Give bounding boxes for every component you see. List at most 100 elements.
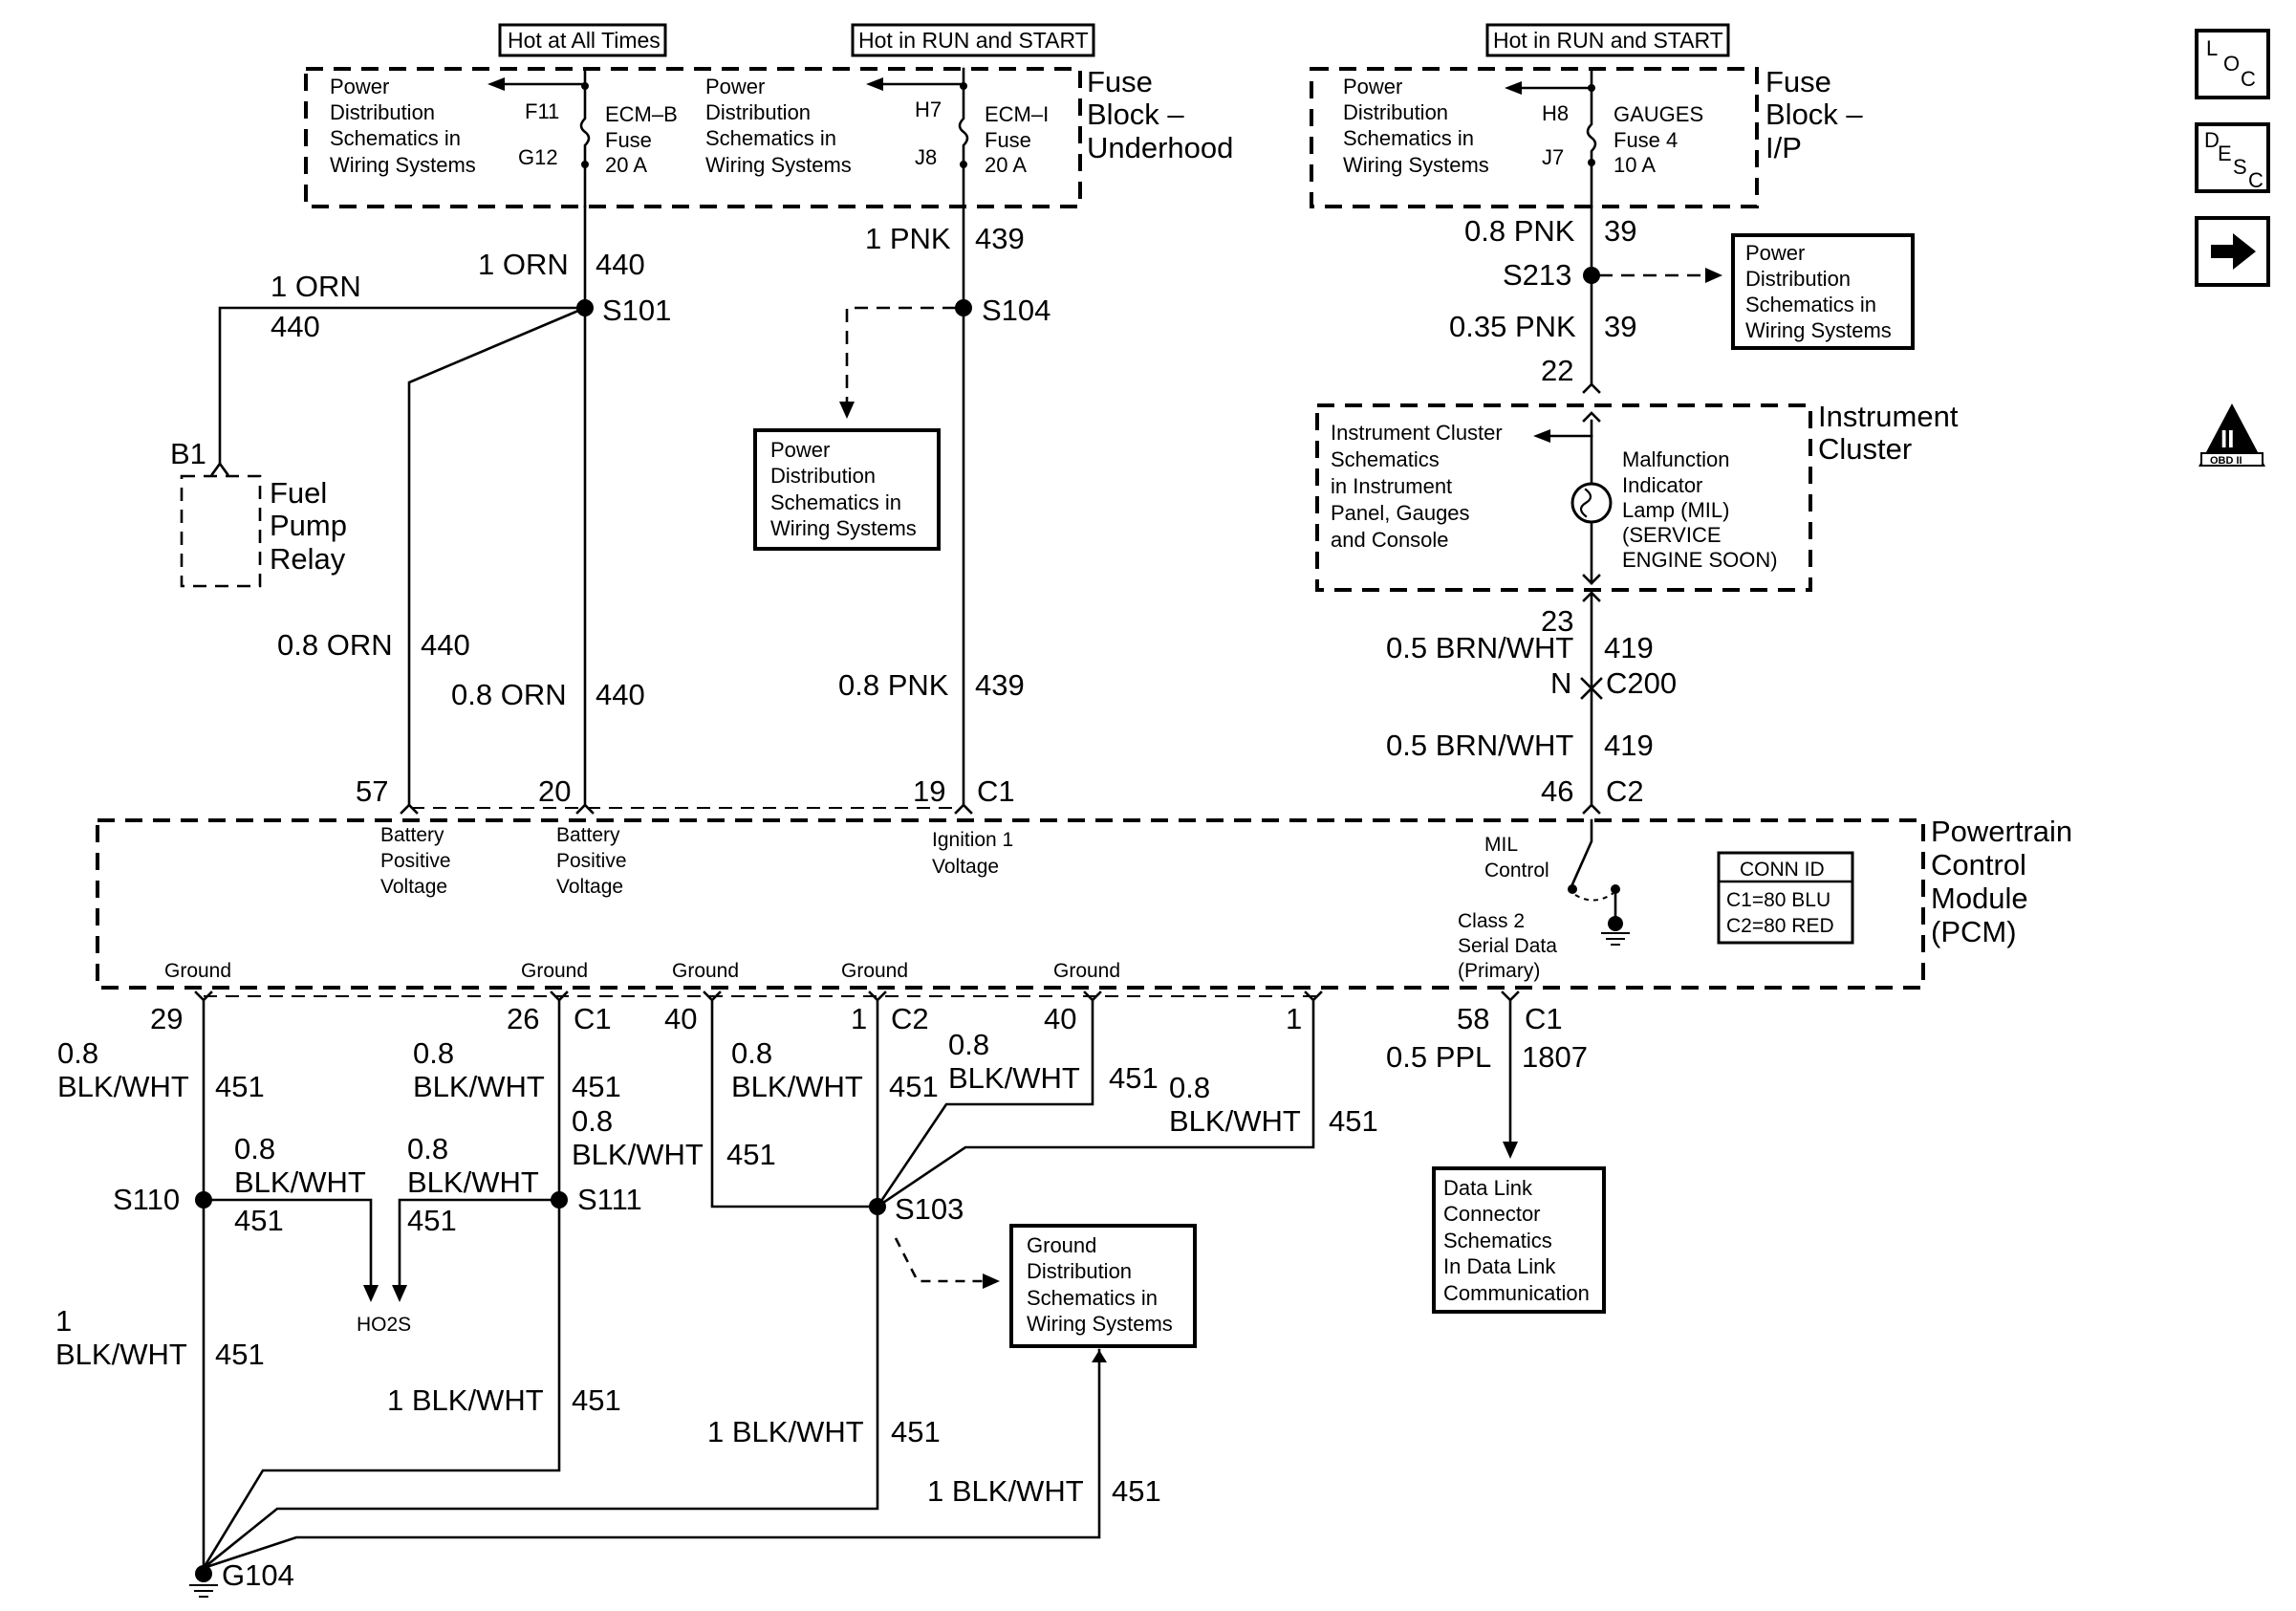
pin-1-label-a: 1 bbox=[851, 1002, 867, 1035]
pd4-line4: Wiring Systems bbox=[770, 516, 917, 540]
wl-gd-1blk: 1 BLK/WHT bbox=[927, 1474, 1084, 1508]
circuit-39-label-b: 39 bbox=[1604, 310, 1636, 343]
wl-1b-circuit: 451 bbox=[1329, 1104, 1378, 1138]
loc-l: L bbox=[2206, 36, 2218, 60]
wl-g104-color: BLK/WHT bbox=[55, 1338, 187, 1371]
pd5-line3: Schematics in bbox=[1745, 293, 1876, 316]
h8-label: H8 bbox=[1542, 101, 1569, 125]
loc-c: C bbox=[2241, 67, 2256, 91]
ecmb-label-2: Fuse bbox=[605, 128, 652, 152]
arrow-right-icon bbox=[2211, 233, 2256, 270]
bpv-b-3: Voltage bbox=[556, 876, 623, 898]
pd4-line3: Schematics in bbox=[770, 490, 901, 514]
wl-g104-circuit: 451 bbox=[215, 1338, 265, 1371]
wl-29-circuit: 451 bbox=[215, 1070, 265, 1103]
mil-control-switch: MIL Control Class 2 Serial Data (Primary… bbox=[1458, 818, 1630, 982]
conn-id-box: CONN ID C1=80 BLU C2=80 RED bbox=[1717, 851, 1854, 945]
pin-1-label-b: 1 bbox=[1286, 1002, 1302, 1035]
circuit-419-label-b: 419 bbox=[1604, 729, 1654, 762]
c1-label-b1: C1 bbox=[574, 1002, 612, 1035]
mil-control-label-2: Control bbox=[1484, 860, 1549, 882]
dlc-line4: In Data Link bbox=[1443, 1254, 1556, 1278]
gauges-label-2: Fuse 4 bbox=[1614, 128, 1678, 152]
power-distribution-ref-1: Power Distribution Schematics in Wiring … bbox=[330, 75, 476, 177]
hot-in-run-start-label-1: Hot in RUN and START bbox=[858, 28, 1089, 53]
s104-label: S104 bbox=[982, 294, 1051, 327]
wire-1orn-branch-label: 1 ORN bbox=[271, 270, 361, 303]
ign-label-2: Voltage bbox=[932, 856, 999, 878]
hot-in-run-start-box-1: Hot in RUN and START bbox=[851, 23, 1095, 57]
gauges-label-1: GAUGES bbox=[1614, 102, 1703, 126]
conn-id-c2: C2=80 RED bbox=[1726, 915, 1834, 937]
wl-40-size: 0.8 bbox=[731, 1036, 772, 1070]
ground-wiring: S110 S111 HO2S S103 G104 bbox=[113, 998, 1315, 1598]
wl-s111-1blk-circuit: 451 bbox=[572, 1383, 621, 1417]
fuse-block-ip-label-1: Fuse bbox=[1765, 65, 1831, 98]
ground-label-5: Ground bbox=[1053, 960, 1120, 982]
circuit-439-label-b: 439 bbox=[975, 668, 1025, 702]
circuit-39-label-a: 39 bbox=[1604, 214, 1636, 248]
pd2-line2: Distribution bbox=[705, 100, 811, 124]
j8-label: J8 bbox=[915, 145, 937, 169]
pin-22-label: 22 bbox=[1541, 354, 1573, 387]
ground-label-2: Ground bbox=[521, 960, 588, 982]
dlc-line5: Communication bbox=[1443, 1281, 1590, 1305]
instrument-cluster: Instrument Cluster Instrument Cluster Sc… bbox=[1315, 400, 1959, 592]
gauges-fuse: H8 J7 GAUGES Fuse 4 10 A bbox=[1505, 67, 1703, 208]
gd-line4: Wiring Systems bbox=[1027, 1312, 1173, 1336]
pin-26-label: 26 bbox=[507, 1002, 539, 1035]
pd1-line1: Power bbox=[330, 75, 389, 98]
wire-08orn-label-a: 0.8 ORN bbox=[277, 628, 393, 662]
pcm-ground-labels: Ground Ground Ground Ground Ground bbox=[164, 960, 1120, 982]
pd2-line3: Schematics in bbox=[705, 126, 836, 150]
circuit-439: 1 PNK 439 S104 0.8 PNK 439 bbox=[838, 205, 1051, 807]
bpv-a-3: Voltage bbox=[380, 876, 447, 898]
c1-label-b2: C1 bbox=[1525, 1002, 1563, 1035]
instrument-cluster-title-1: Instrument bbox=[1818, 400, 1959, 433]
ecmi-label-1: ECM–I bbox=[985, 102, 1049, 126]
obd-ii-badge[interactable]: II OBD II bbox=[2199, 403, 2265, 467]
circuit-440: 1 ORN 440 S101 1 ORN 440 0.8 ORN 440 0.8… bbox=[218, 205, 671, 807]
dlc-line2: Connector bbox=[1443, 1202, 1541, 1226]
circuit-419-label-a: 419 bbox=[1604, 631, 1654, 664]
wl-40b-size: 0.8 bbox=[948, 1028, 989, 1061]
mil-label-3: Lamp (MIL) bbox=[1622, 498, 1729, 522]
g104-label: G104 bbox=[222, 1558, 294, 1592]
wire-1orn-label: 1 ORN bbox=[478, 248, 569, 281]
power-distribution-ref-3: Power Distribution Schematics in Wiring … bbox=[1343, 75, 1489, 177]
fuse-block-underhood: Fuse Block – Underhood bbox=[304, 65, 1233, 208]
wire-1pnk-label: 1 PNK bbox=[865, 222, 951, 255]
bpv-b-1: Battery bbox=[556, 824, 620, 846]
fuse-block-underhood-label: Fuse bbox=[1087, 65, 1153, 98]
ic-schematics-line3: in Instrument bbox=[1331, 474, 1452, 498]
circuit-439-label-a: 439 bbox=[975, 222, 1025, 255]
desc-c: C bbox=[2248, 168, 2264, 192]
wl-40b-color: BLK/WHT bbox=[948, 1061, 1080, 1095]
ic-schematics-line4: Panel, Gauges bbox=[1331, 501, 1470, 525]
wl-1-circuit: 451 bbox=[889, 1070, 939, 1103]
fuse-block-ip-label-2: Block – bbox=[1765, 98, 1863, 131]
wire-05brn-label-a: 0.5 BRN/WHT bbox=[1386, 631, 1573, 664]
fuse-block-ip-label-3: I/P bbox=[1765, 131, 1802, 164]
pd3-line3: Schematics in bbox=[1343, 126, 1474, 150]
gd-line3: Schematics in bbox=[1027, 1286, 1158, 1310]
pd1-line4: Wiring Systems bbox=[330, 153, 476, 177]
pd3-line1: Power bbox=[1343, 75, 1402, 98]
desc-button[interactable]: D E S C bbox=[2195, 122, 2270, 193]
ecmi-label-3: 20 A bbox=[985, 153, 1027, 177]
data-link-ref: Data Link Connector Schematics In Data L… bbox=[1432, 1166, 1606, 1314]
class2-label-1: Class 2 bbox=[1458, 910, 1525, 932]
power-distribution-ref-4: Power Distribution Schematics in Wiring … bbox=[753, 428, 941, 551]
mil-label-4: (SERVICE bbox=[1622, 523, 1722, 547]
j7-label: J7 bbox=[1542, 145, 1564, 169]
pd5-line4: Wiring Systems bbox=[1745, 318, 1892, 342]
ecmb-label-1: ECM–B bbox=[605, 102, 678, 126]
wl-40b-circuit: 451 bbox=[1109, 1061, 1159, 1095]
wl-40-color: BLK/WHT bbox=[731, 1070, 863, 1103]
splice-s104 bbox=[955, 299, 972, 316]
next-arrow-button[interactable] bbox=[2195, 216, 2270, 287]
fuse-block-ip: Fuse Block – I/P bbox=[1310, 65, 1863, 208]
pin-46-label: 46 bbox=[1541, 774, 1573, 808]
loc-button[interactable]: L O C bbox=[2195, 29, 2270, 99]
pd4-line1: Power bbox=[770, 438, 830, 462]
